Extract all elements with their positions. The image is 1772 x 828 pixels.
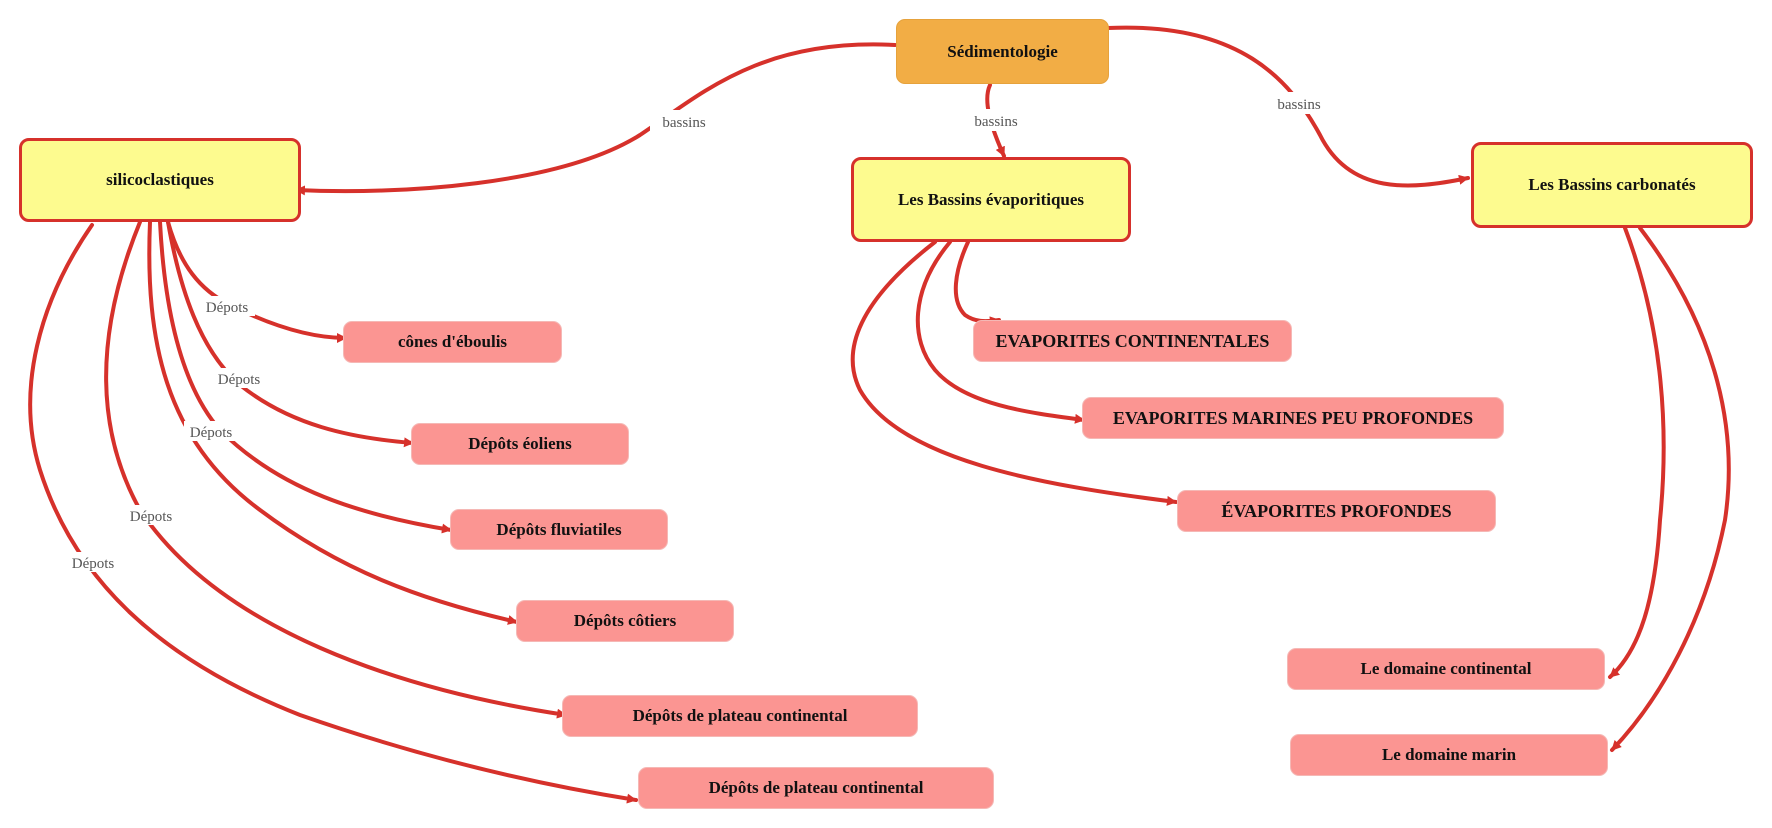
leaf-node-label: Le domaine continental (1360, 659, 1532, 678)
leaf-node-domaine-continental[interactable]: Le domaine continental (1287, 648, 1605, 690)
edge-label-silico-5: Dépots (72, 556, 115, 572)
root-node-sedimentologie[interactable]: Sédimentologie (896, 19, 1109, 84)
edge-root-carb (1106, 25, 1470, 188)
edge-silico-fluviatiles (158, 220, 453, 534)
edge-label-root-silico: bassins (662, 115, 706, 131)
edge-evap-profondes (850, 240, 1178, 506)
edge-root-silico (294, 42, 897, 196)
leaf-node-cones-eboulis[interactable]: cônes d'éboulis (343, 321, 562, 363)
leaf-node-label: cônes d'éboulis (397, 332, 508, 351)
leaf-node-evaporites-continentales[interactable]: EVAPORITES CONTINENTALES (973, 320, 1292, 362)
leaf-node-evaporites-profondes[interactable]: ÉVAPORITES PROFONDES (1177, 490, 1496, 532)
edge-evap-marines (915, 240, 1086, 424)
category-node-label: Les Bassins évaporitiques (897, 189, 1085, 209)
category-node-silicoclastiques[interactable]: silicoclastiques (19, 138, 301, 222)
category-node-label: silicoclastiques (106, 170, 214, 189)
category-node-label: Les Bassins carbonatés (1528, 175, 1696, 194)
leaf-node-depots-fluviatiles[interactable]: Dépôts fluviatiles (450, 509, 668, 550)
leaf-node-label: ÉVAPORITES PROFONDES (1221, 500, 1452, 521)
edge-label-root-evap: bassins (974, 114, 1018, 130)
leaf-node-domaine-marin[interactable]: Le domaine marin (1290, 734, 1608, 776)
edge-silico-plateau-2 (28, 223, 638, 804)
edge-label-silico-1: Dépots (218, 372, 261, 388)
leaf-node-label: Dépôts de plateau continental (708, 778, 924, 797)
edge-silico-plateau-1 (104, 220, 568, 719)
leaf-node-label: Le domaine marin (1381, 745, 1517, 764)
edge-evap-continentales (953, 240, 1001, 327)
edge-carb-continental (1608, 226, 1666, 679)
edge-label-silico-0: Dépots (206, 300, 249, 316)
edge-label-root-carb: bassins (1277, 97, 1321, 113)
edge-label-silico-2: Dépots (190, 425, 233, 441)
leaf-node-evaporites-marines[interactable]: EVAPORITES MARINES PEU PROFONDES (1082, 397, 1504, 439)
edge-silico-cotiers (147, 220, 519, 625)
root-node-label: Sédimentologie (947, 41, 1058, 61)
leaf-node-label: EVAPORITES MARINES PEU PROFONDES (1112, 407, 1474, 428)
leaf-node-label: Dépôts de plateau continental (632, 706, 848, 725)
category-node-carbonates[interactable]: Les Bassins carbonatés (1471, 142, 1753, 228)
category-node-evaporitiques[interactable]: Les Bassins évaporitiques (851, 157, 1131, 242)
leaf-node-label: Dépôts éoliens (468, 434, 572, 453)
leaf-node-label: Dépôts côtiers (573, 611, 677, 630)
edge-label-silico-4: Dépots (130, 509, 173, 525)
leaf-node-depots-plateau-continental-2[interactable]: Dépôts de plateau continental (638, 767, 994, 809)
edge-carb-marin (1610, 226, 1731, 752)
leaf-node-label: EVAPORITES CONTINENTALES (995, 330, 1270, 351)
leaf-node-depots-eoliens[interactable]: Dépôts éoliens (411, 423, 629, 465)
leaf-node-label: Dépôts fluviatiles (496, 519, 622, 539)
leaf-node-depots-plateau-continental-1[interactable]: Dépôts de plateau continental (562, 695, 918, 737)
leaf-node-depots-cotiers[interactable]: Dépôts côtiers (516, 600, 734, 642)
